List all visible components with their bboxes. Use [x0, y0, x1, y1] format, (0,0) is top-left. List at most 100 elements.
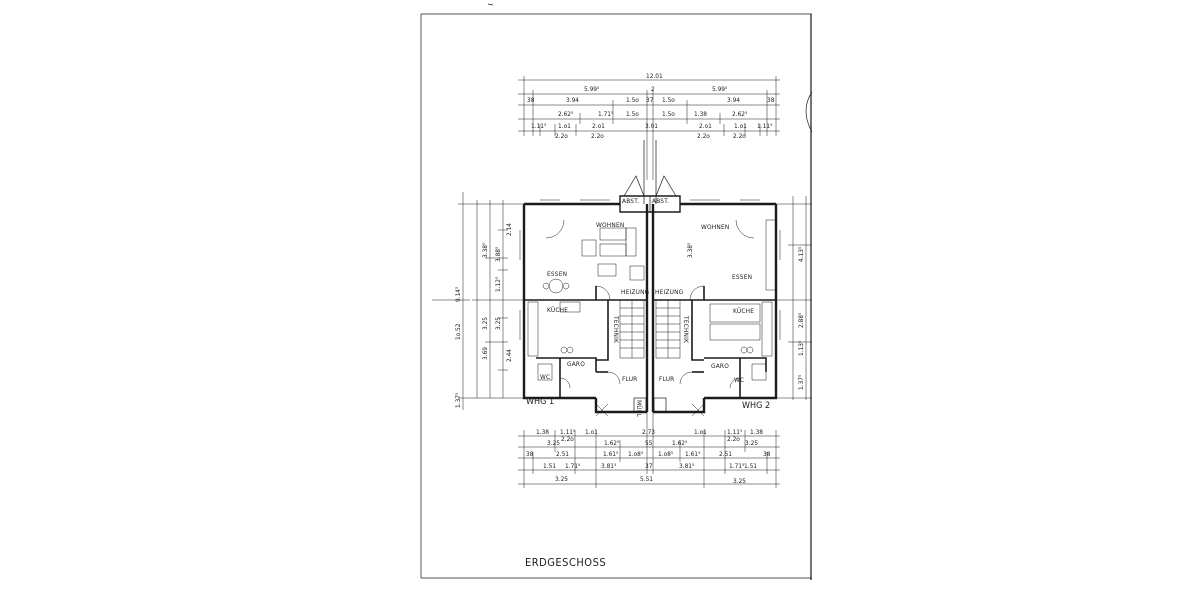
label-flur-2: FLUR [659, 375, 674, 383]
furniture-whg2 [709, 219, 777, 381]
dim-top-r3-1: 38 [527, 96, 535, 104]
dim-left-c5: 2.44 [505, 349, 513, 362]
dim-top-r5-4: 3.01 [645, 122, 658, 130]
dim-bot-r3-7: 2.51 [719, 450, 732, 458]
dim-bot-r2-4: 55 [645, 439, 653, 447]
label-wohnen-1: WOHNEN [596, 221, 624, 229]
dim-top-r4-6: 2.62⁵ [732, 110, 748, 118]
dim-right-2: 2.88⁵ [797, 312, 805, 328]
dim-top-r6-1: 2.2o [555, 132, 568, 140]
label-garo-2: GARO [711, 362, 729, 370]
label-garo-1: GARO [567, 360, 585, 368]
label-muel: MÜEL [635, 400, 644, 418]
dim-bot-r5-2: 5.51 [640, 475, 653, 483]
dim-right-3: 1.13⁵ [797, 340, 805, 356]
dim-bot-r1-5: 1.o1 [694, 428, 707, 436]
dim-bot-r1-2: 1.11⁵ [560, 428, 576, 436]
label-technik-1: TECHNIK [612, 315, 620, 343]
building-walls [519, 140, 781, 417]
dim-right-1: 4.13⁵ [797, 246, 805, 262]
label-flur-1: FLUR [622, 375, 637, 383]
sheet-frame [420, 3, 813, 580]
label-abst-2: ABST. [652, 197, 669, 205]
dim-bot-r1-4: 2.73 [642, 428, 655, 436]
dim-top-r2-3: 5.99⁵ [712, 85, 728, 93]
dim-top-r5-2: 1.o1 [558, 122, 571, 130]
dim-left-c4: 3.25 [494, 317, 502, 330]
dim-top-r4-1: 2.62⁵ [558, 110, 574, 118]
entry-markers [595, 403, 705, 417]
dim-top-r4-5: 1.38 [694, 110, 707, 118]
dim-bot-r3-4: 1.o8⁵ [628, 450, 644, 458]
dim-bot-r4-3: 3.81⁵ [601, 462, 617, 470]
dim-top-r5-7: 1.11⁵ [757, 122, 773, 130]
label-whg1: WHG 1 [526, 397, 554, 407]
dim-top-r4-2: 1.71⁵ [598, 110, 614, 118]
dim-top-r5-5: 2.o1 [699, 122, 712, 130]
dim-bot-r5-3: 3.25 [733, 477, 746, 485]
dim-top-r6-4: 2.2o [733, 132, 746, 140]
windows [519, 199, 781, 340]
dim-bot-r3-2: 2.51 [556, 450, 569, 458]
dim-bot-r1-7: 1.38 [750, 428, 763, 436]
label-technik-2: TECHNIK [682, 315, 690, 343]
label-essen-2: ESSEN [732, 273, 752, 281]
dim-left-c2: 3.88⁵ [494, 246, 502, 262]
right-dimensions: 3.38⁵ 4.13⁵ 2.88⁵ 1.13⁵ 1.37⁵ [686, 196, 812, 400]
dim-top-r5-1: 1.11⁵ [531, 122, 547, 130]
dim-bot-r2-2: 2.2o [561, 435, 574, 443]
dim-bot-r5-1: 3.25 [555, 475, 568, 483]
dim-bot-r4-6: 1.71⁵ [729, 462, 745, 470]
dim-bot-r1-1: 1.38 [536, 428, 549, 436]
dim-top-r4-4: 1.5o [662, 110, 675, 118]
dim-left-a3: 1.37⁵ [454, 392, 462, 408]
dim-bot-r4-7: 1.51 [744, 462, 757, 470]
left-dimensions: 9.14⁵ 1o.52 1.37⁵ 3.38⁵ 3.25 3.69 2.14 3… [432, 192, 525, 410]
dim-bot-r1-6: 1.11⁵ [727, 428, 743, 436]
dim-bot-r3-1: 38 [526, 450, 534, 458]
furniture-whg1 [527, 227, 645, 381]
dim-left-b3: 3.69 [481, 347, 489, 360]
top-dimensions: 12.01 5.99⁵ 2 5.99⁵ 38 3.94 1.5o 37 1.5o… [518, 72, 780, 180]
muel-room [633, 397, 647, 413]
dim-top-r3-3: 1.5o [626, 96, 639, 104]
dim-bot-r4-1: 1.51 [543, 462, 556, 470]
dim-top-r2-1: 5.99⁵ [584, 85, 600, 93]
dim-bot-r2-6: 2.2o [727, 435, 740, 443]
label-wc-1: WC [540, 373, 550, 381]
north-arrow-arc [805, 91, 813, 133]
label-kuche-1: KÜCHE [547, 305, 568, 314]
label-heizung-2: HEIZUNG [655, 288, 684, 296]
label-wc-2: WC [734, 376, 744, 384]
dim-bot-r4-2: 1.71⁵ [565, 462, 581, 470]
label-abst-1: ABST. [622, 197, 639, 205]
dim-bot-r3-8: 38 [763, 450, 771, 458]
dim-top-r6-2: 2.2o [591, 132, 604, 140]
dim-top-r3-2: 3.94 [566, 96, 579, 104]
dim-bot-r1-3: 1.o1 [585, 428, 598, 436]
dim-bot-r4-4: 37 [645, 462, 653, 470]
dim-top-r6-3: 2.2o [697, 132, 710, 140]
dim-left-a1: 9.14⁵ [454, 286, 462, 302]
dim-bot-r4-5: 3.81⁵ [679, 462, 695, 470]
drawing-title: ERDGESCHOSS [525, 556, 606, 569]
label-whg2: WHG 2 [742, 401, 770, 411]
dim-left-c3: 1.12⁵ [494, 276, 502, 292]
dim-bot-r2-7: 3.25 [745, 439, 758, 447]
dim-top-r3-4: 37 [646, 96, 654, 104]
label-wohnen-2: WOHNEN [701, 223, 729, 231]
label-essen-1: ESSEN [547, 270, 567, 278]
dim-top-total: 12.01 [646, 72, 663, 80]
dim-top-r5-3: 2.o1 [592, 122, 605, 130]
dim-left-b1: 3.38⁵ [481, 242, 489, 258]
dim-bot-r2-5: 1.62⁵ [672, 439, 688, 447]
dim-top-r3-6: 3.94 [727, 96, 740, 104]
bottom-dimensions: 1.38 1.11⁵ 1.o1 2.73 1.o1 1.11⁵ 1.38 3.2… [518, 412, 780, 488]
dim-bot-r3-3: 1.61⁵ [603, 450, 619, 458]
dim-top-r3-7: 38 [767, 96, 775, 104]
dim-top-r2-2: 2 [651, 85, 655, 93]
dim-bot-r3-6: 1.61⁵ [685, 450, 701, 458]
room-labels: ABST. ABST. WOHNEN WOHNEN ESSEN ESSEN KÜ… [526, 197, 770, 418]
